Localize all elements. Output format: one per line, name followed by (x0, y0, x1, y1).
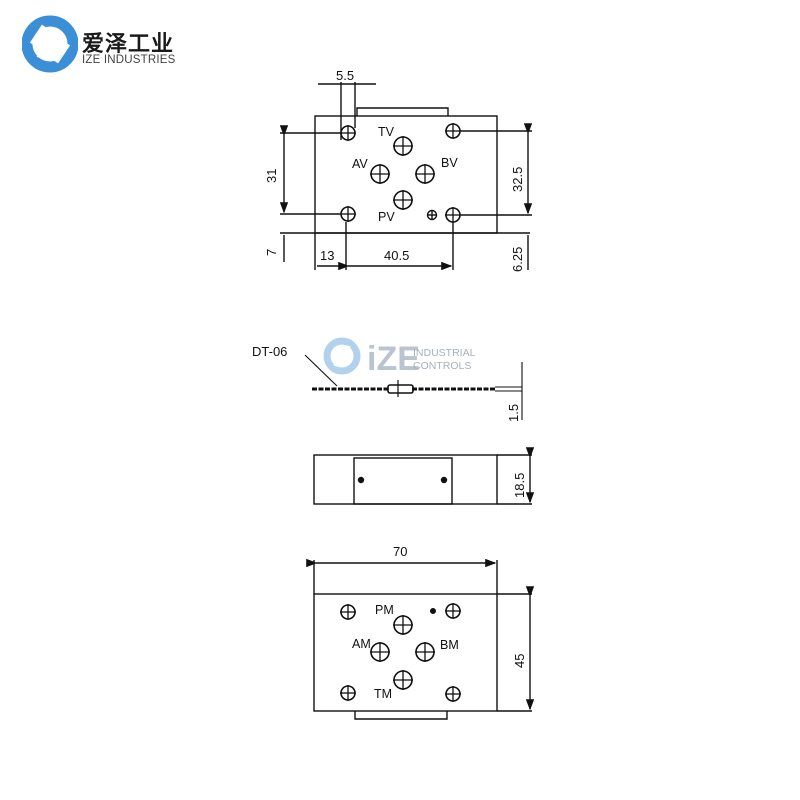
dim-bottom-width: 70 (393, 544, 407, 559)
dim-horizontal-2: 40.5 (384, 248, 409, 263)
watermark-line2: CONTROLS (413, 360, 471, 372)
ize-logo-icon (22, 15, 78, 73)
logo-name-cn: 爱泽工业 (82, 32, 175, 57)
dim-gasket-thickness: 1.5 (506, 404, 521, 422)
port-label-pv: PV (378, 210, 395, 224)
port-label-pm: PM (375, 603, 394, 617)
dim-bottom-left: 7 (264, 249, 279, 256)
gasket-view (304, 354, 523, 420)
company-logo: 爱泽工业 IZE INDUSTRIES (22, 14, 202, 76)
dim-side-height: 18.5 (512, 473, 527, 498)
watermark-brand: iZE (367, 340, 420, 378)
side-view (313, 447, 535, 505)
port-label-bm: BM (440, 638, 459, 652)
dim-bottom-right: 6.25 (510, 247, 525, 272)
dim-vertical-left: 31 (264, 169, 279, 183)
port-label-av: AV (352, 157, 368, 171)
dim-horizontal-1: 13 (320, 248, 334, 263)
gasket-label: DT-06 (252, 344, 287, 359)
watermark (323, 337, 361, 375)
bottom-view (306, 558, 535, 720)
dim-vertical-right: 32.5 (510, 167, 525, 192)
port-label-tv: TV (378, 125, 395, 139)
dim-bottom-height: 45 (512, 654, 527, 668)
dim-hole-width: 5.5 (336, 68, 354, 83)
logo-name-en: IZE INDUSTRIES (82, 54, 176, 66)
port-label-am: AM (352, 637, 371, 651)
port-label-bv: BV (441, 156, 458, 170)
watermark-line1: INDUSTRIAL (413, 347, 476, 359)
top-view (279, 82, 533, 271)
port-label-tm: TM (374, 687, 392, 701)
